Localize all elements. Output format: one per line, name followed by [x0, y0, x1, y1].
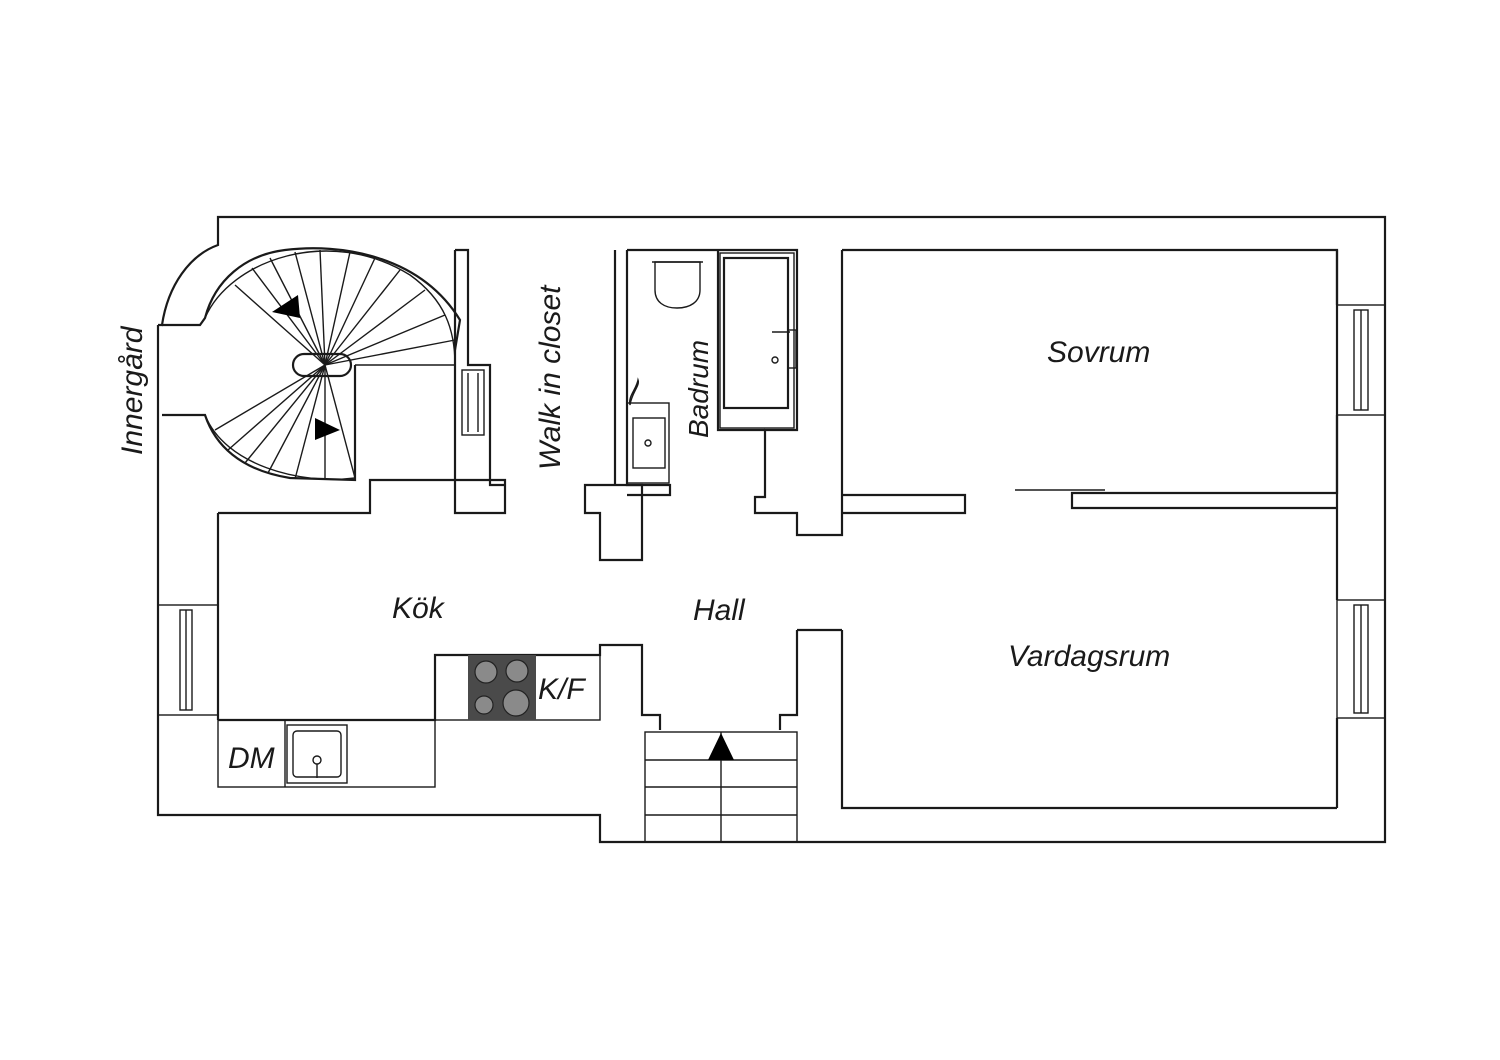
label-vardagsrum: Vardagsrum: [1008, 640, 1170, 673]
bathtub-icon: [719, 252, 797, 429]
label-sovrum: Sovrum: [1047, 336, 1150, 369]
toilet-icon: [652, 261, 703, 309]
label-hall: Hall: [693, 594, 746, 627]
living-room-walls: [778, 628, 1337, 810]
window-icon: [461, 369, 485, 436]
triangle-arrow-icon: [708, 733, 734, 760]
label-kf: K/F: [538, 673, 586, 706]
bedroom-walls: [842, 248, 1339, 808]
sink-icon-bathroom: [626, 377, 670, 484]
bathroom: [625, 248, 844, 537]
stair-newel: [291, 352, 353, 378]
label-innergard: Innergård: [116, 325, 149, 455]
spiral-staircase: [162, 247, 485, 482]
label-kok: Kök: [392, 592, 446, 625]
sink-icon: [286, 724, 348, 784]
walk-in-closet-walls: [455, 248, 644, 562]
stair-arrow-icon-up: [272, 295, 300, 318]
entrance-stairs: [644, 731, 798, 843]
window-icon: [1336, 599, 1386, 719]
label-dm: DM: [228, 742, 275, 775]
kitchen: [157, 604, 662, 788]
window-icon: [1336, 304, 1386, 416]
stove-icon: [468, 655, 536, 720]
outer-walls: [156, 215, 1387, 844]
stair-arrow-icon-down: [315, 418, 340, 440]
window-icon: [157, 604, 219, 716]
label-walk-in-closet: Walk in closet: [534, 284, 567, 470]
label-badrum: Badrum: [683, 340, 714, 438]
